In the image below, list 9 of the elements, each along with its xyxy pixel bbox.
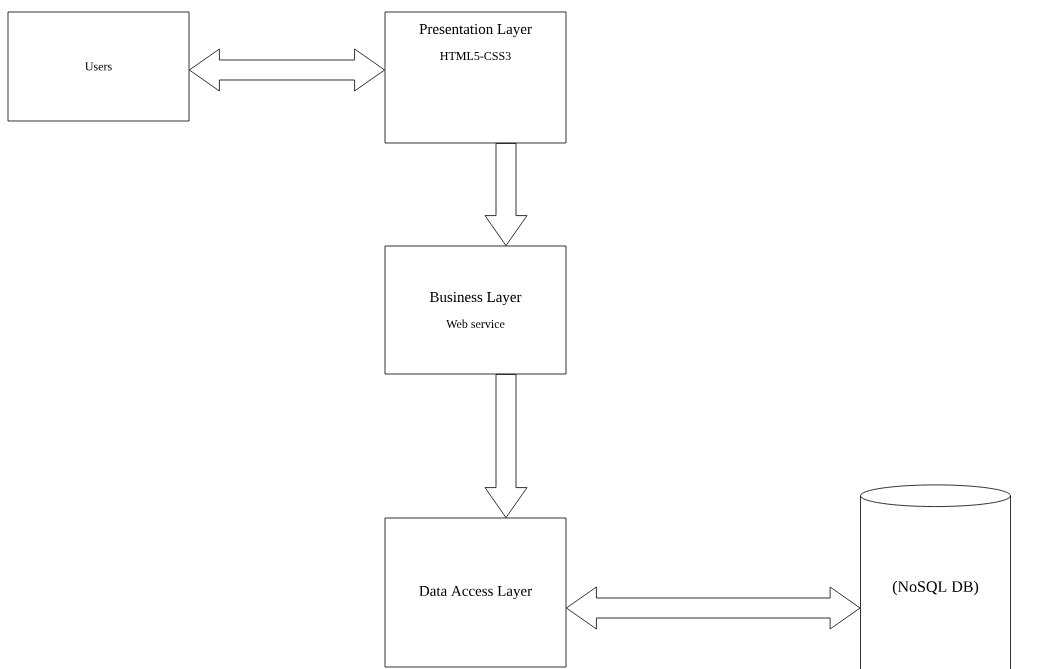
layer-box: Data Access Layer <box>384 517 567 668</box>
block-arrow <box>189 48 385 92</box>
block-arrow <box>484 374 528 518</box>
block-arrow <box>566 586 861 630</box>
block-arrow <box>484 143 528 246</box>
users-box: Users <box>7 11 190 122</box>
layer-box: Presentation Layer HTML5-CSS3 <box>384 11 567 144</box>
database-cylinder: (NoSQL DB) <box>860 484 1011 669</box>
layer-box: Business Layer Web service <box>384 245 567 375</box>
